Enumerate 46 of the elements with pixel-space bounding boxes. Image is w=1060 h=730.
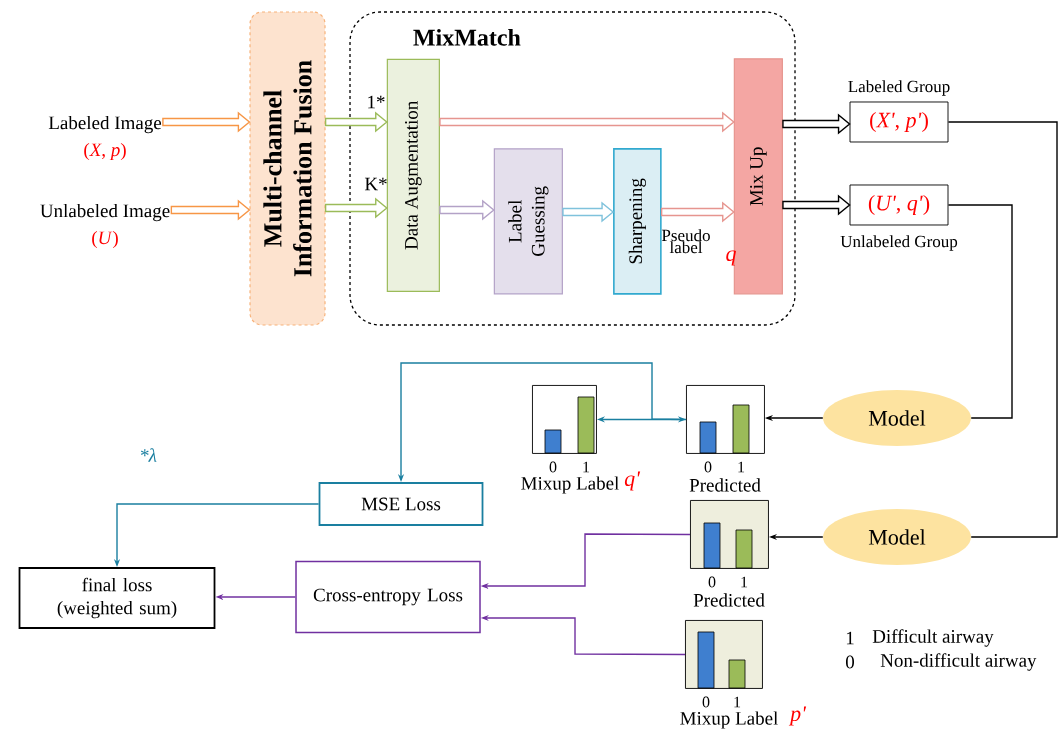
loss-box: MSE Loss xyxy=(318,482,484,526)
arrow xyxy=(170,199,251,221)
input-label: Unlabeled Image (U) xyxy=(40,203,170,249)
math-label: p' xyxy=(788,706,807,726)
legend-key: 0 xyxy=(846,655,854,669)
process-box: Label Guessing xyxy=(493,148,563,295)
edge-label: *λ xyxy=(140,448,157,462)
arrow xyxy=(562,201,615,223)
tick-label: 0 xyxy=(549,461,557,473)
process-box: Data Augmentation xyxy=(386,58,440,292)
process-box: Multi-channel Information Fusion xyxy=(249,11,326,326)
tick-label: 1 xyxy=(583,461,590,473)
arrow xyxy=(324,111,388,133)
process-box: Sharpening xyxy=(613,148,662,295)
chart-caption: Mixup Label xyxy=(521,476,619,494)
group-label: Unlabeled Group xyxy=(840,235,958,251)
arrow xyxy=(324,197,388,219)
arrow xyxy=(439,111,735,133)
tick-label: 0 xyxy=(704,461,712,473)
chart-caption: Predicted xyxy=(689,478,761,492)
loss-box: Cross-entropy Loss xyxy=(295,560,481,634)
edge-label: Pseudo label xyxy=(661,229,710,254)
result-box: (X', p') xyxy=(849,101,949,143)
arrow xyxy=(162,111,251,133)
group-label: Labeled Group xyxy=(848,80,950,96)
math-label: q xyxy=(726,250,736,266)
edge-label: K* xyxy=(364,177,387,191)
tick-label: 1 xyxy=(741,576,748,588)
legend-text: Difficult airway xyxy=(872,629,994,647)
loss-box: final loss (weighted sum) xyxy=(18,567,216,629)
math-label: q' xyxy=(624,471,641,491)
legend-text: Non-difficult airway xyxy=(880,653,1037,671)
arrow xyxy=(782,113,851,135)
arrow xyxy=(782,194,851,216)
chart-caption: Predicted xyxy=(693,593,765,607)
tick-label: 1 xyxy=(738,461,745,473)
tick-label: 0 xyxy=(708,576,716,588)
arrow xyxy=(660,201,735,223)
input-label: Labeled Image (X, p) xyxy=(48,115,162,161)
arrow xyxy=(439,199,495,221)
edge-label: 1* xyxy=(368,95,385,109)
tick-label: 1 xyxy=(734,696,741,708)
result-box: (U', q') xyxy=(849,184,949,226)
tick-label: 0 xyxy=(702,696,710,708)
chart-caption: Mixup Label xyxy=(680,711,778,729)
legend-key: 1 xyxy=(846,631,854,645)
